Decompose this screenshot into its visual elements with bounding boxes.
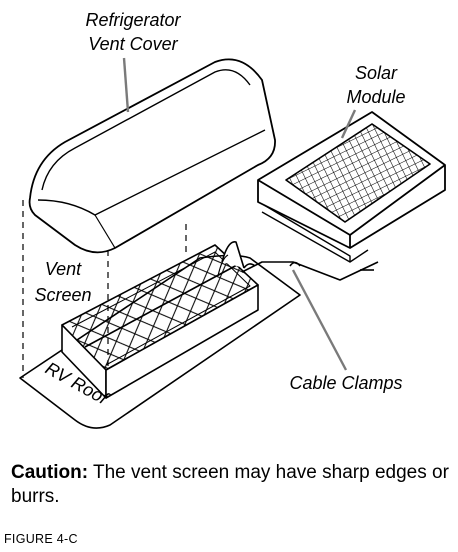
leader-lines <box>122 57 357 371</box>
cable <box>241 261 379 281</box>
label-vent-screen-line1: Vent <box>45 259 82 279</box>
figure-label: FIGURE 4-C <box>4 532 78 546</box>
solar-module <box>257 111 446 263</box>
label-solar-line1: Solar <box>355 63 398 83</box>
label-refrigerator-line2: Vent Cover <box>88 34 178 54</box>
caution-note: Caution: The vent screen may have sharp … <box>11 461 451 509</box>
refrigerator-vent-cover <box>28 58 276 254</box>
label-vent-screen-line2: Screen <box>34 285 91 305</box>
caution-text: The vent screen may have sharp edges or … <box>11 462 449 507</box>
label-refrigerator-line1: Refrigerator <box>85 10 181 30</box>
caution-heading: Caution: <box>11 462 89 483</box>
label-solar-line2: Module <box>346 87 405 107</box>
alignment-lines <box>22 200 187 378</box>
vent-screen <box>61 241 259 399</box>
label-cable-clamps: Cable Clamps <box>289 373 402 393</box>
